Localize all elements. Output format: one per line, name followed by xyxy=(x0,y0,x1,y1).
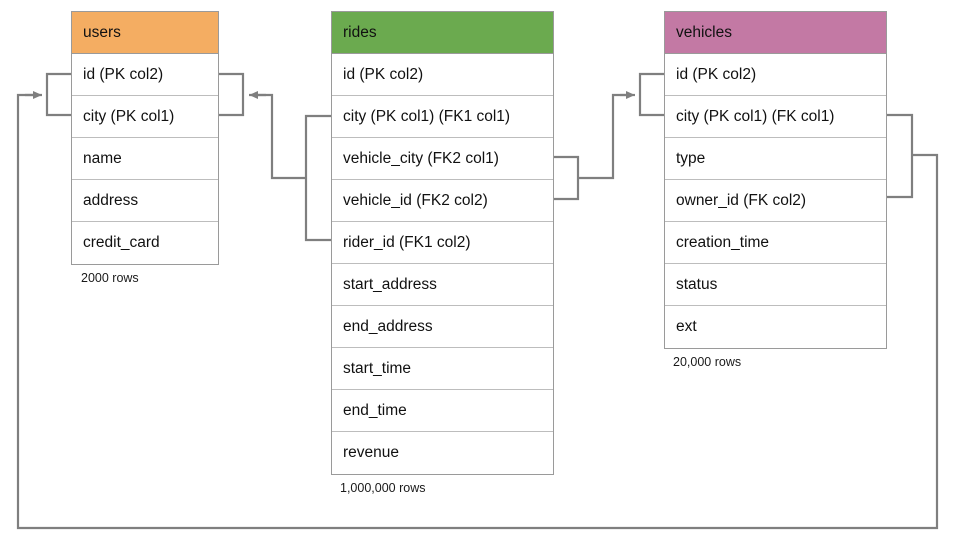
edge-fk2-path xyxy=(578,93,628,180)
edge-vehicles-left-bracket xyxy=(638,72,664,117)
column-label: city (PK col1) (FK1 col1) xyxy=(343,108,511,125)
column-label: city (PK col1) xyxy=(83,108,175,125)
column-label: status xyxy=(676,276,718,293)
column-label: owner_id (FK col2) xyxy=(676,192,807,209)
table-rides-column-id[interactable]: id (PK col2) xyxy=(332,54,553,96)
column-label: vehicle_city (FK2 col1) xyxy=(343,150,499,167)
edge-users-left-bracket xyxy=(45,72,71,117)
table-rides-column-end-address[interactable]: end_address xyxy=(332,306,553,348)
table-vehicles-header: vehicles xyxy=(665,12,886,54)
column-label: ext xyxy=(676,318,697,335)
column-label: creation_time xyxy=(676,234,770,251)
column-label: end_time xyxy=(343,402,407,419)
table-users-column-city[interactable]: city (PK col1) xyxy=(72,96,218,138)
table-users[interactable]: users id (PK col2) city (PK col1) name a… xyxy=(71,11,219,265)
column-label: end_address xyxy=(343,318,433,335)
column-label: id (PK col2) xyxy=(676,66,757,83)
table-vehicles-title: vehicles xyxy=(676,24,732,41)
table-users-column-id[interactable]: id (PK col2) xyxy=(72,54,218,96)
table-users-row-count: 2000 rows xyxy=(81,271,139,285)
column-label: city (PK col1) (FK col1) xyxy=(676,108,835,125)
table-vehicles[interactable]: vehicles id (PK col2) city (PK col1) (FK… xyxy=(664,11,887,349)
column-label: type xyxy=(676,150,706,167)
table-rides-column-vehicle-city[interactable]: vehicle_city (FK2 col1) xyxy=(332,138,553,180)
table-rides-column-city[interactable]: city (PK col1) (FK1 col1) xyxy=(332,96,553,138)
table-rides-row-count: 1,000,000 rows xyxy=(340,481,426,495)
column-label: id (PK col2) xyxy=(343,66,424,83)
table-rides[interactable]: rides id (PK col2) city (PK col1) (FK1 c… xyxy=(331,11,554,475)
table-users-column-credit-card[interactable]: credit_card xyxy=(72,222,218,264)
table-rides-column-start-address[interactable]: start_address xyxy=(332,264,553,306)
table-vehicles-column-status[interactable]: status xyxy=(665,264,886,306)
table-rides-column-vehicle-id[interactable]: vehicle_id (FK2 col2) xyxy=(332,180,553,222)
table-vehicles-column-city[interactable]: city (PK col1) (FK col1) xyxy=(665,96,886,138)
column-label: revenue xyxy=(343,444,400,461)
table-rides-column-start-time[interactable]: start_time xyxy=(332,348,553,390)
table-rides-column-end-time[interactable]: end_time xyxy=(332,390,553,432)
edge-rides-right-bracket xyxy=(554,155,580,201)
column-label: name xyxy=(83,150,122,167)
edge-vehicles-right-bracket xyxy=(887,113,914,199)
column-label: start_address xyxy=(343,276,437,293)
edge-fk3-path xyxy=(16,93,939,530)
edge-users-right-bracket xyxy=(219,72,245,117)
table-rides-header: rides xyxy=(332,12,553,54)
column-label: rider_id (FK1 col2) xyxy=(343,234,471,251)
table-rides-title: rides xyxy=(343,24,377,41)
table-users-column-address[interactable]: address xyxy=(72,180,218,222)
column-label: vehicle_id (FK2 col2) xyxy=(343,192,488,209)
table-users-title: users xyxy=(83,24,121,41)
table-vehicles-column-id[interactable]: id (PK col2) xyxy=(665,54,886,96)
table-rides-column-rider-id[interactable]: rider_id (FK1 col2) xyxy=(332,222,553,264)
column-label: address xyxy=(83,192,139,209)
table-users-column-name[interactable]: name xyxy=(72,138,218,180)
edge-rides-left-bracket xyxy=(304,114,331,242)
table-users-header: users xyxy=(72,12,218,54)
table-vehicles-column-ext[interactable]: ext xyxy=(665,306,886,348)
table-vehicles-column-creation-time[interactable]: creation_time xyxy=(665,222,886,264)
table-vehicles-column-type[interactable]: type xyxy=(665,138,886,180)
column-label: credit_card xyxy=(83,234,160,251)
table-vehicles-column-owner-id[interactable]: owner_id (FK col2) xyxy=(665,180,886,222)
edge-fk1-path xyxy=(254,93,306,180)
table-rides-column-revenue[interactable]: revenue xyxy=(332,432,553,474)
column-label: id (PK col2) xyxy=(83,66,164,83)
table-vehicles-row-count: 20,000 rows xyxy=(673,355,742,369)
column-label: start_time xyxy=(343,360,412,377)
